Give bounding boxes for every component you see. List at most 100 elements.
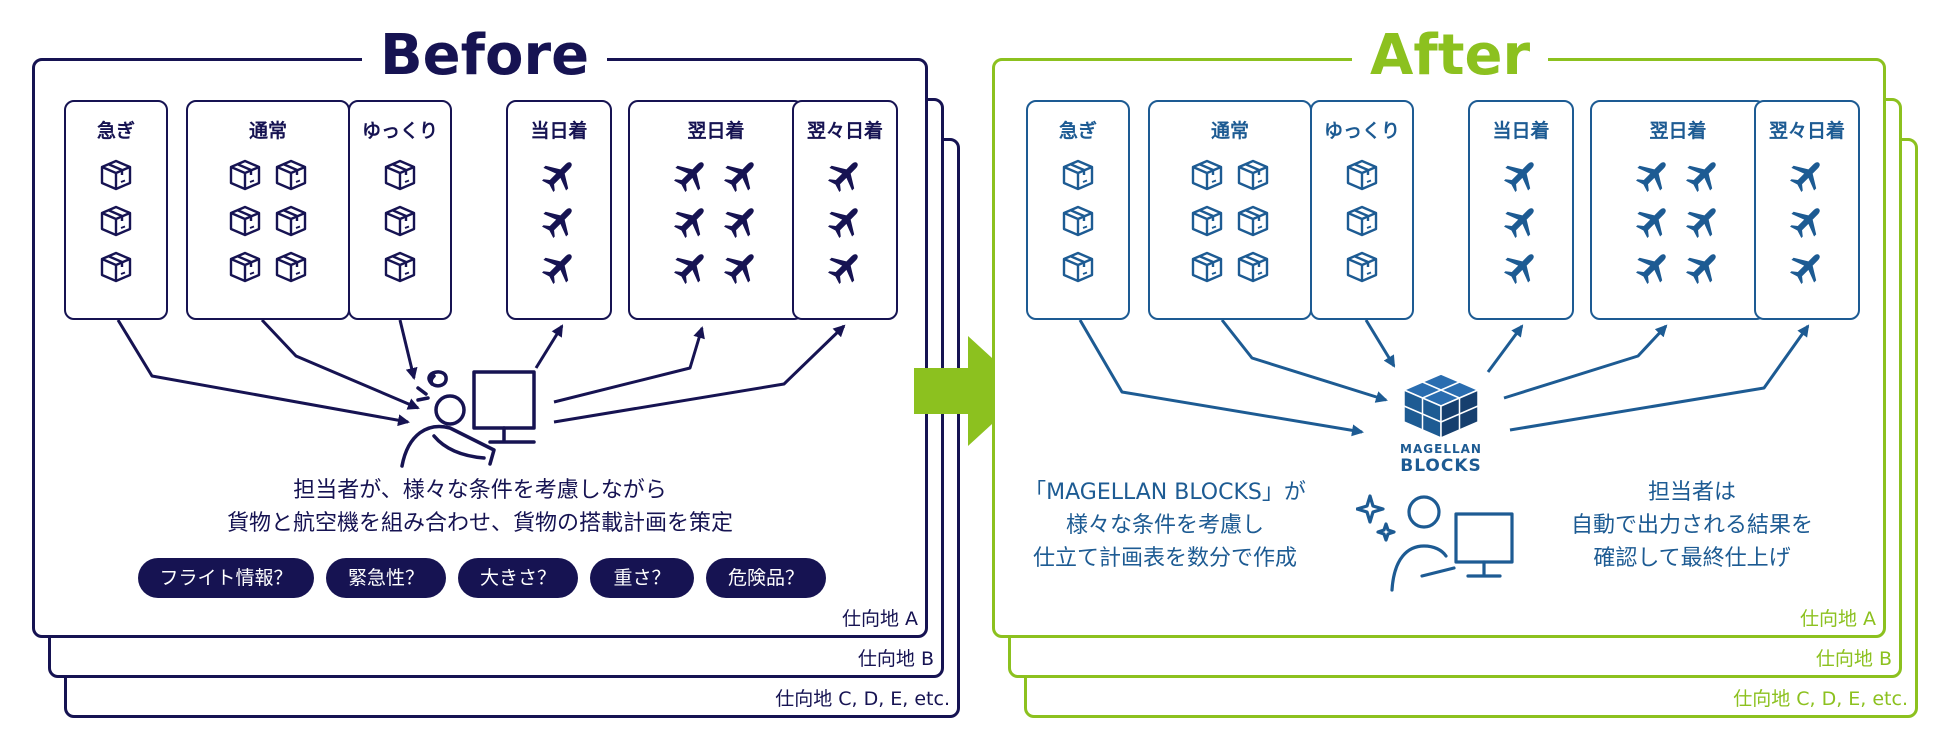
box-icon (99, 204, 133, 242)
after-left-line-1: 「MAGELLAN BLOCKS」が (1024, 480, 1306, 505)
box-icon (274, 204, 308, 242)
airplane-icon (1634, 248, 1672, 290)
after-column-label: 通常 (1210, 120, 1249, 142)
after-right-line-2: 自動で出力される結果を (1570, 513, 1813, 538)
after-left-line-2: 様々な条件を考慮し (1065, 513, 1264, 538)
airplane-icon (1634, 156, 1672, 198)
before-destination-a: 仕向地 A (841, 608, 918, 630)
before-description-line-2: 貨物と航空機を組み合わせ、貨物の搭載計画を策定 (226, 511, 733, 536)
airplane-icon (540, 156, 578, 198)
airplane-icon (540, 248, 578, 290)
sparkle-icon (1356, 494, 1385, 524)
box-icon (1236, 250, 1270, 288)
question-pill-flight: フライト情報？ (138, 558, 314, 598)
after-column-5: 翌日着 (1590, 100, 1766, 320)
magellan-blocks-logo: MAGELLAN BLOCKS (1396, 372, 1486, 476)
box-icon (1190, 158, 1224, 196)
before-description-line-1: 担当者が、様々な条件を考慮しながら (293, 478, 667, 503)
after-right-line-3: 確認して最終仕上げ (1593, 546, 1791, 571)
after-right-line-1: 担当者は (1647, 480, 1736, 505)
before-column-4: 当日着 (506, 100, 612, 320)
airplane-icon (722, 248, 760, 290)
before-column-label: ゆっくり (361, 120, 438, 142)
before-column-6: 翌々日着 (792, 100, 898, 320)
box-icon (1236, 204, 1270, 242)
before-column-label: 翌日着 (687, 120, 745, 142)
question-pill-weight: 重さ？ (590, 558, 694, 598)
after-column-label: 翌々日着 (1768, 120, 1845, 142)
magellan-logo-line-2: BLOCKS (1400, 456, 1482, 476)
box-icon (1061, 158, 1095, 196)
happy-worker-icon (1356, 494, 1514, 592)
after-column-label: 翌日着 (1649, 120, 1707, 142)
box-icon (1345, 158, 1379, 196)
box-icon (274, 250, 308, 288)
after-left-description: 「MAGELLAN BLOCKS」が 様々な条件を考慮し 仕立て計画表を数分で作… (1000, 476, 1330, 575)
after-column-label: ゆっくり (1323, 120, 1400, 142)
before-column-5: 翌日着 (628, 100, 804, 320)
after-column-2: 通常 (1148, 100, 1312, 320)
box-icon (1345, 250, 1379, 288)
box-icon (1190, 204, 1224, 242)
before-column-label: 当日着 (530, 120, 588, 142)
after-column-6: 翌々日着 (1754, 100, 1860, 320)
before-column-2: 通常 (186, 100, 350, 320)
before-title: Before (362, 26, 608, 86)
airplane-icon (1502, 202, 1540, 244)
airplane-icon (1684, 202, 1722, 244)
airplane-icon (826, 156, 864, 198)
airplane-icon (722, 202, 760, 244)
airplane-icon (1788, 248, 1826, 290)
box-icon (228, 204, 262, 242)
airplane-icon (540, 202, 578, 244)
after-column-label: 急ぎ (1058, 120, 1097, 142)
airplane-icon (1684, 156, 1722, 198)
box-icon (228, 158, 262, 196)
after-column-label: 当日着 (1492, 120, 1550, 142)
before-column-1: 急ぎ (64, 100, 168, 320)
airplane-icon (1634, 202, 1672, 244)
after-title: After (1352, 26, 1549, 86)
box-icon (228, 250, 262, 288)
box-icon (383, 250, 417, 288)
airplane-icon (722, 156, 760, 198)
box-icon (99, 158, 133, 196)
before-destination-b: 仕向地 B (857, 648, 934, 670)
after-left-line-3: 仕立て計画表を数分で作成 (1032, 546, 1297, 571)
question-pill-urgency: 緊急性？ (326, 558, 446, 598)
box-icon (99, 250, 133, 288)
after-right-description: 担当者は 自動で出力される結果を 確認して最終仕上げ (1532, 476, 1852, 575)
before-column-label: 通常 (248, 120, 287, 142)
airplane-icon (1788, 156, 1826, 198)
box-icon (274, 158, 308, 196)
question-pill-dangerous: 危険品？ (706, 558, 826, 598)
airplane-icon (1684, 248, 1722, 290)
before-column-3: ゆっくり (348, 100, 452, 320)
after-column-3: ゆっくり (1310, 100, 1414, 320)
airplane-icon (826, 248, 864, 290)
box-icon (1345, 204, 1379, 242)
after-column-4: 当日着 (1468, 100, 1574, 320)
airplane-icon (672, 202, 710, 244)
airplane-icon (1502, 248, 1540, 290)
question-pill-size: 大きさ？ (458, 558, 578, 598)
overwhelmed-worker-icon (400, 370, 536, 468)
box-icon (383, 204, 417, 242)
airplane-icon (672, 156, 710, 198)
box-icon (1061, 250, 1095, 288)
airplane-icon (1788, 202, 1826, 244)
after-destination-a: 仕向地 A (1799, 608, 1876, 630)
before-destination-c: 仕向地 C, D, E, etc. (775, 688, 950, 710)
box-icon (1190, 250, 1224, 288)
airplane-icon (826, 202, 864, 244)
magellan-cube-logo (1402, 373, 1480, 440)
right-arrow-icon (914, 336, 1028, 446)
after-destination-c: 仕向地 C, D, E, etc. (1733, 688, 1908, 710)
before-column-label: 急ぎ (96, 120, 135, 142)
before-description: 担当者が、様々な条件を考慮しながら 貨物と航空機を組み合わせ、貨物の搭載計画を策… (80, 474, 880, 540)
airplane-icon (1502, 156, 1540, 198)
airplane-icon (672, 248, 710, 290)
box-icon (1236, 158, 1270, 196)
after-destination-b: 仕向地 B (1815, 648, 1892, 670)
box-icon (1061, 204, 1095, 242)
